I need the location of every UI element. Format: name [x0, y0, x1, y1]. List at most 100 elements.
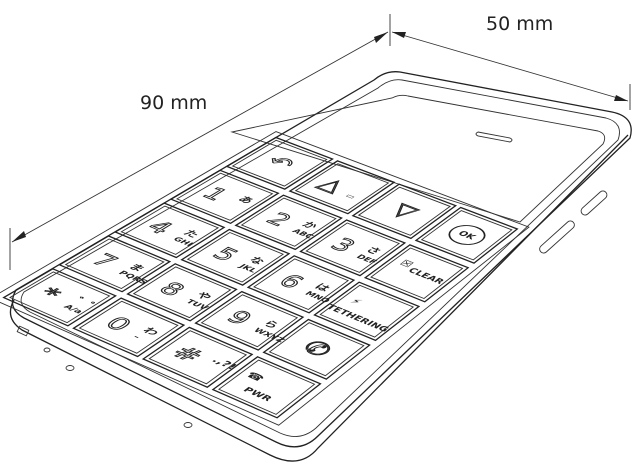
down-triangle-icon: ▽ — [385, 200, 425, 223]
bottom-ports — [16, 325, 193, 428]
key-digit: 8 — [153, 278, 191, 299]
side-buttons[interactable] — [538, 189, 609, 254]
key-labels: △▭ — [312, 173, 359, 200]
key-border — [288, 160, 396, 215]
key-border — [234, 194, 343, 251]
key-face — [231, 139, 328, 187]
dimension-width: 50 mm — [391, 13, 631, 110]
key-letters: GHI — [171, 236, 196, 248]
key-labels: ↶ — [258, 152, 302, 175]
key-kana: た — [180, 228, 201, 239]
key-star[interactable]: *゛゜A/a — [2, 268, 117, 327]
key-face — [305, 222, 401, 273]
dimension-length: 90 mm — [9, 14, 391, 270]
key-border — [141, 326, 254, 388]
dimension-line-width — [391, 31, 629, 102]
key-labels: OK — [448, 225, 486, 245]
side-button[interactable] — [579, 189, 608, 216]
key-face — [370, 247, 464, 300]
arrowhead — [12, 231, 26, 242]
key-kana: さ — [363, 245, 384, 256]
key-face — [132, 266, 232, 319]
key-kana: な — [246, 255, 267, 266]
keypad-frame — [0, 131, 530, 426]
key-hash[interactable]: #.,?! — [141, 326, 254, 388]
key-face — [240, 197, 337, 247]
key-kana: あ — [235, 195, 256, 206]
dimension-line-length — [11, 31, 389, 243]
back-arrow-icon: ↶ — [259, 152, 302, 174]
volume-button[interactable] — [538, 219, 576, 254]
key-letters: – — [130, 334, 142, 341]
port-icon — [43, 347, 51, 353]
key-face — [148, 330, 248, 385]
length-label: 90 mm — [140, 92, 207, 114]
key-border — [180, 228, 291, 286]
key-kana: わ — [140, 325, 163, 337]
key-labels: ▽ — [385, 199, 426, 223]
key-face — [186, 231, 285, 283]
key-digit: 6 — [273, 270, 311, 292]
arrowhead — [392, 32, 406, 38]
ok-key[interactable]: OK — [414, 206, 519, 264]
key-border — [169, 169, 280, 225]
phone-side-edge — [9, 134, 629, 462]
key-face — [218, 359, 316, 415]
key-border — [313, 281, 421, 342]
key-letters: MNO — [303, 290, 333, 304]
up-key[interactable]: △▭ — [288, 160, 396, 215]
key-kana: ま — [126, 262, 148, 274]
key-letters: A/a — [61, 304, 85, 316]
key-face — [420, 210, 513, 261]
phone-outline — [11, 71, 632, 448]
phone-handset-icon: ✆ — [296, 336, 338, 361]
key-digit: 1 — [196, 184, 235, 205]
tethering-icon: ⚡ — [347, 296, 364, 307]
key-border — [2, 268, 117, 327]
key-kana: .,?! — [209, 355, 240, 371]
key-digit: 2 — [260, 209, 298, 230]
key-face — [78, 300, 179, 354]
key-face — [319, 284, 415, 338]
ok-circle-icon — [448, 225, 486, 245]
key-digit: * — [31, 284, 67, 304]
key-letters: JKL — [236, 262, 260, 274]
key-border — [113, 202, 226, 259]
port-icon — [65, 365, 75, 371]
key-border — [126, 263, 238, 322]
key-digit: # — [165, 342, 208, 367]
key-face — [9, 271, 111, 324]
key-kana: は — [312, 282, 333, 294]
port-icon — [183, 422, 193, 428]
key-digit: 3 — [325, 234, 363, 256]
phone-bezel — [20, 79, 620, 437]
key-border — [211, 356, 322, 419]
key-face — [175, 172, 274, 221]
clear-key[interactable]: ☒CLEAR — [363, 244, 470, 303]
down-key[interactable]: ▽ — [351, 183, 458, 240]
key-labels: ⚡TETHERING — [324, 296, 392, 334]
key-border — [299, 219, 407, 277]
key-border — [246, 255, 356, 314]
key-labels: ☒CLEAR — [397, 258, 447, 286]
key-labels: ✆ — [296, 336, 339, 362]
arrowhead — [614, 95, 628, 101]
key-digit: 4 — [140, 217, 179, 238]
strap-hole — [16, 325, 30, 337]
key-letters: ▭ — [343, 192, 359, 200]
key-face — [200, 294, 299, 348]
width-label: 50 mm — [486, 13, 553, 35]
key-word-label: TETHERING — [324, 303, 392, 334]
key-kana: や — [193, 290, 215, 302]
key-face — [253, 258, 350, 311]
key-digit: 9 — [221, 307, 259, 329]
key-face — [268, 322, 365, 377]
key-digit: 5 — [207, 244, 245, 265]
back-key[interactable]: ↶ — [225, 136, 334, 190]
key-border — [351, 183, 458, 240]
phone-body — [9, 71, 632, 462]
